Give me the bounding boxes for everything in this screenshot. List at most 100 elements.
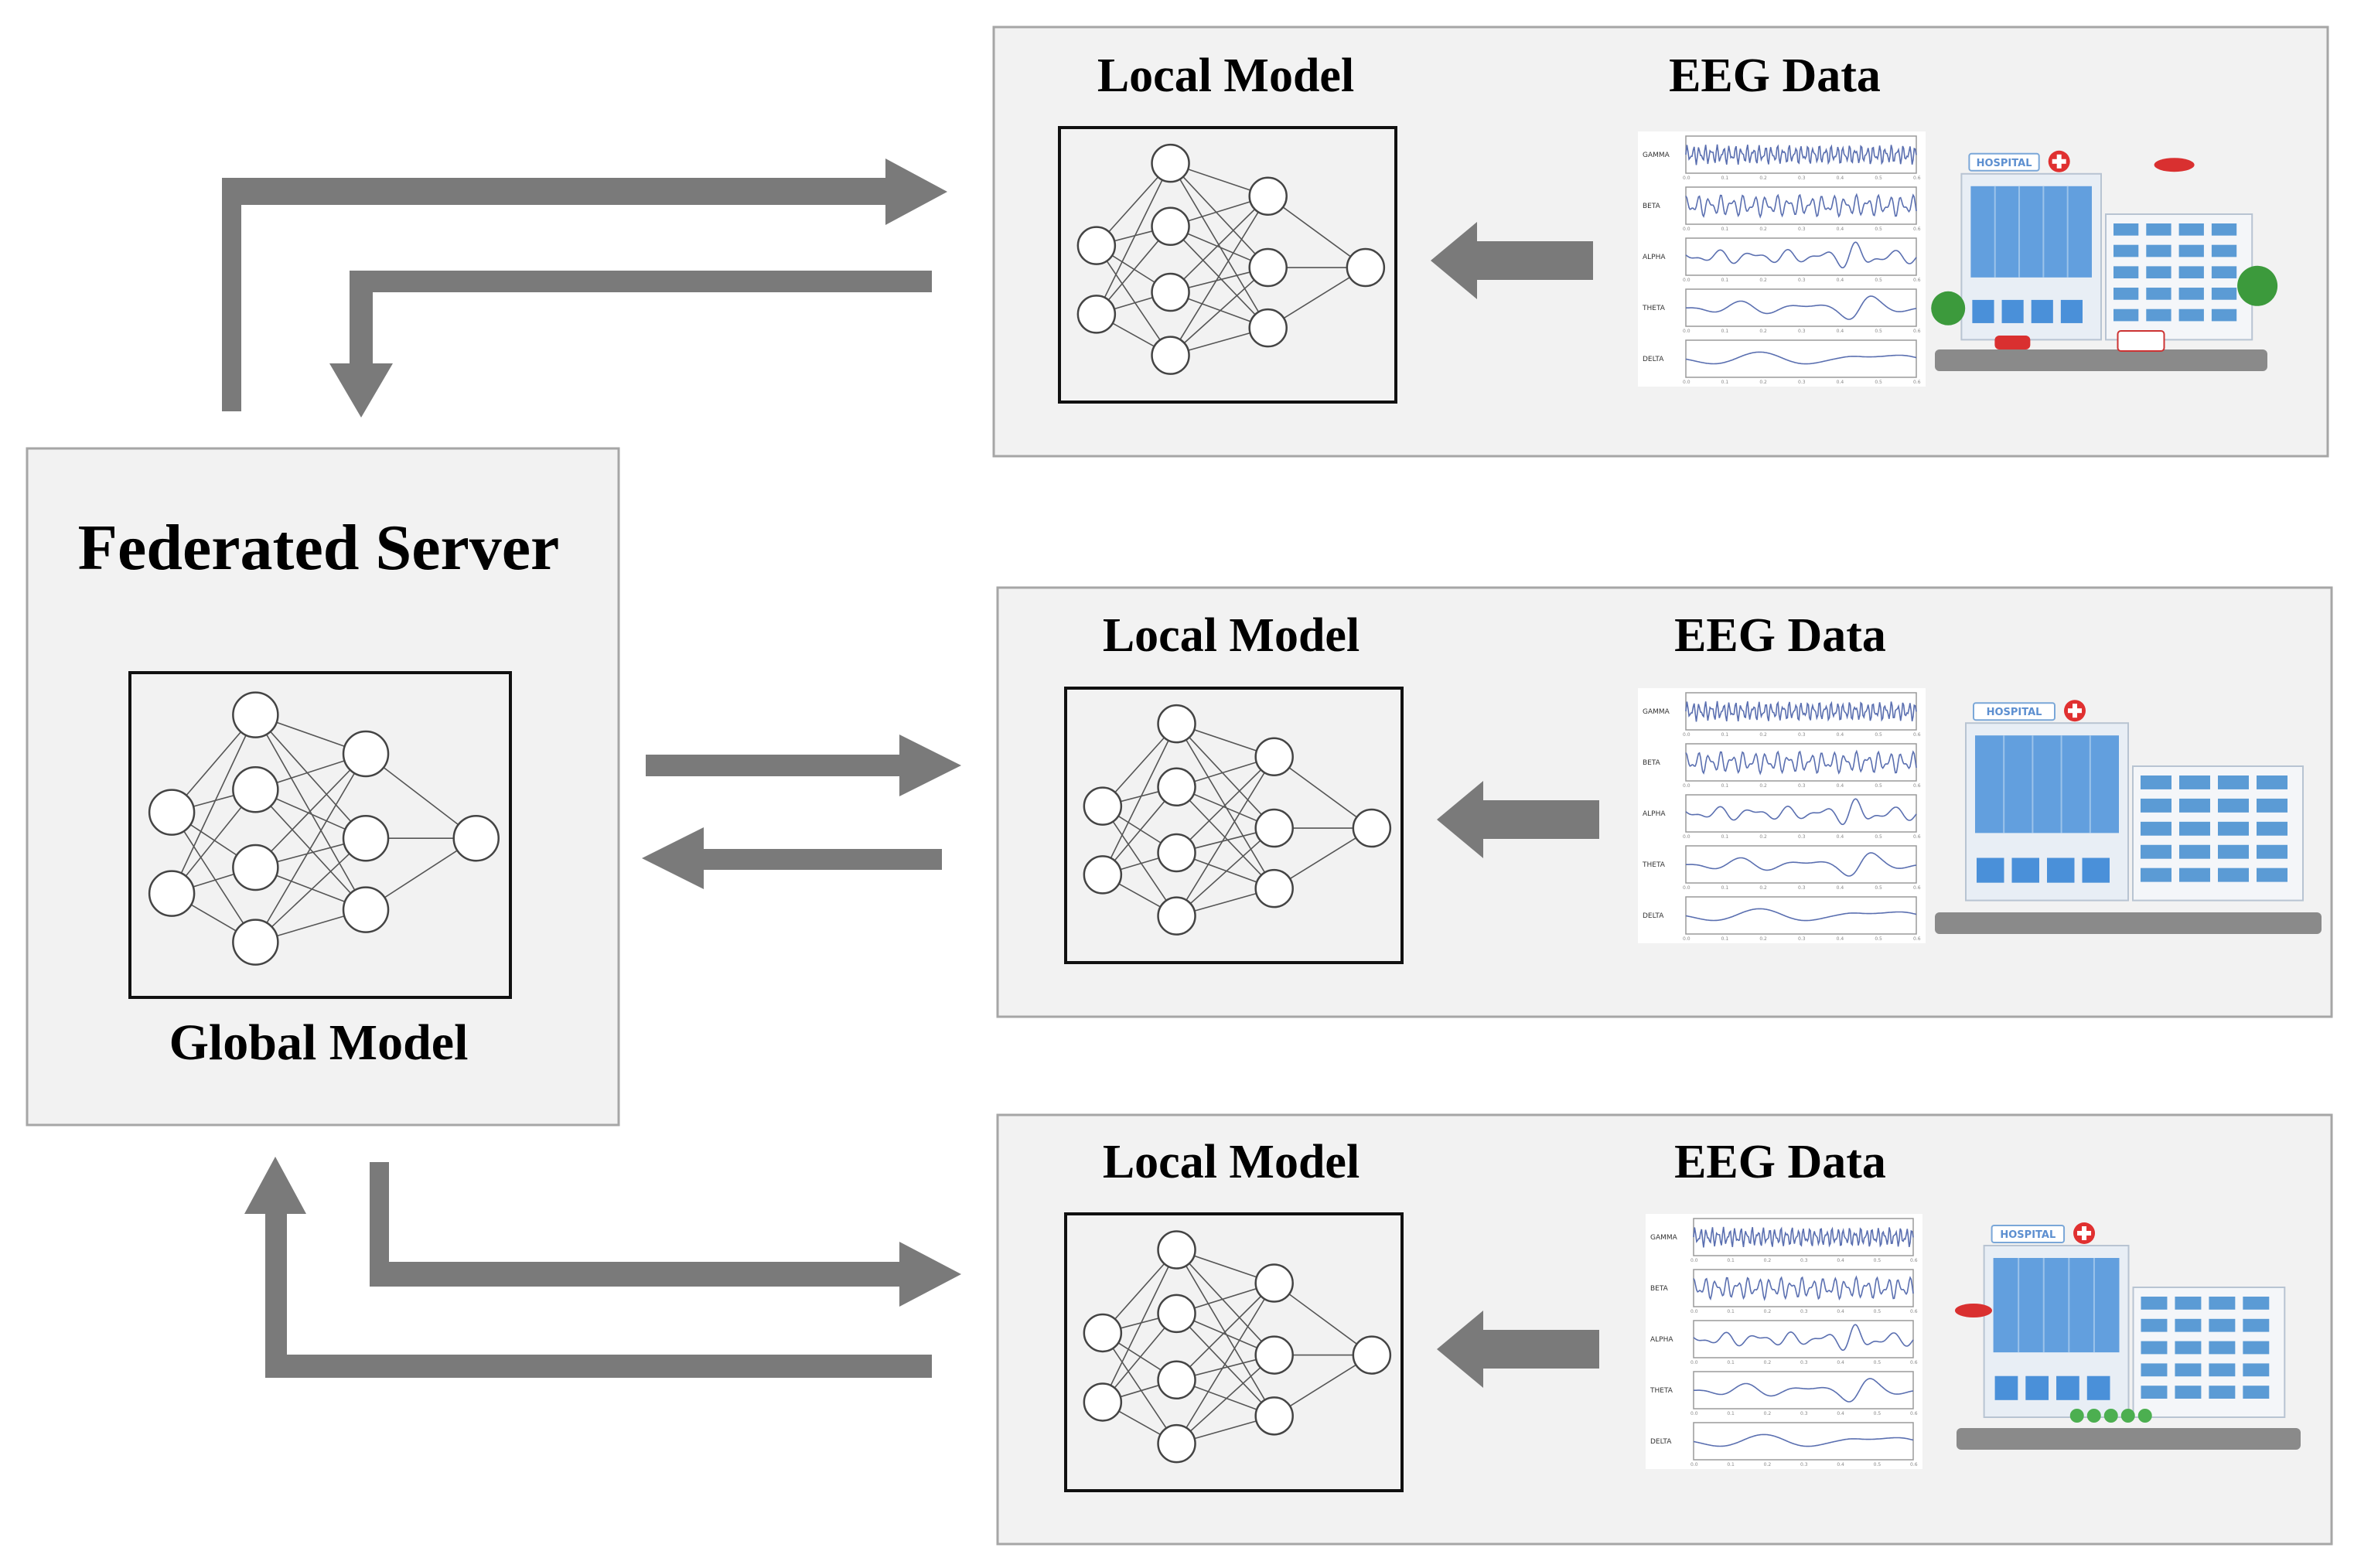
hospital-window [2211,308,2237,322]
eeg-axis-tick: 0.6 [1913,732,1921,738]
nn-neuron [452,814,500,862]
eeg-axis-tick: 0.3 [1800,1309,1808,1314]
eeg-axis-tick: 0.0 [1683,380,1690,385]
eeg-axis-tick: 0.5 [1875,783,1882,789]
nn-connection [1175,1283,1275,1444]
hospital-sign-text: HOSPITAL [1977,158,2032,169]
eeg-band-label: GAMMA [1643,152,1670,159]
eeg-axis-tick: 0.0 [1683,834,1690,840]
nn-neuron [148,789,196,836]
eeg-axis-tick: 0.1 [1721,176,1729,181]
eeg-axis-tick: 0.2 [1764,1462,1772,1467]
eeg-axis-tick: 0.2 [1759,329,1767,334]
nn-neuron [1254,737,1294,776]
nn-neuron [1346,247,1386,288]
hospital-window [2146,244,2171,257]
eeg-trace [1693,1433,1914,1447]
hospital-window [2146,288,2171,300]
eeg-axis-tick: 0.5 [1874,1360,1881,1365]
eeg-axis-tick: 0.4 [1837,936,1844,942]
car-icon [1994,336,2031,349]
hospital-window [2113,288,2139,300]
eeg-axis-tick: 0.5 [1875,885,1882,891]
eeg-axis-tick: 0.4 [1837,732,1844,738]
hospital-window [2178,266,2204,279]
nn-neuron [342,886,390,933]
eeg-axis-tick: 0.3 [1798,176,1806,181]
eeg-axis-tick: 0.3 [1800,1258,1808,1263]
global-model-network [148,691,500,966]
hospital-sign [1968,152,2040,172]
eeg-axis-tick: 0.2 [1759,783,1767,789]
nn-connection [1102,723,1178,875]
local-model-network-2 [1083,704,1392,936]
hospital-window [2218,821,2249,836]
hospital-road [1935,349,2267,371]
eeg-axis-tick: 0.3 [1800,1411,1808,1416]
eeg-axis-tick: 0.2 [1759,278,1767,283]
hospital-window [2243,1297,2270,1310]
eeg-trace [1685,908,1917,922]
eeg-band-label: ALPHA [1650,1336,1673,1344]
tree-icon [2103,1409,2118,1423]
hospital-ground-window [1994,1375,2018,1400]
eeg-band-label: BETA [1643,759,1661,767]
eeg-axis-tick: 0.3 [1798,834,1806,840]
nn-neuron [1157,833,1196,873]
tree-icon [2237,265,2278,306]
data-to-model-arrow-3 [1437,1311,1599,1388]
nn-connection [1175,723,1275,829]
hospital-window [2178,288,2204,300]
nn-connection [1169,196,1269,356]
eeg-axis-tick: 0.0 [1690,1462,1698,1467]
eeg-band-label: BETA [1650,1285,1669,1293]
helicopter-icon [2154,158,2195,172]
eeg-axis-tick: 0.0 [1690,1309,1698,1314]
eeg-axis-tick: 0.3 [1800,1462,1808,1467]
eeg-data-label-1: EEG Data [1669,49,1881,102]
eeg-band-frame [1693,1320,1914,1358]
global-to-client-2-arrow [646,735,961,796]
eeg-axis-tick: 0.1 [1721,380,1729,385]
hospital-window [2211,288,2237,300]
eeg-axis-tick: 0.2 [1764,1258,1772,1263]
eeg-axis-tick: 0.4 [1837,1360,1844,1365]
nn-connection [1169,162,1269,268]
hospital-window [2146,266,2171,279]
hospital-window [2141,775,2171,789]
local-model-box-3 [1064,1212,1404,1492]
eeg-band-label: THETA [1642,305,1666,312]
eeg-band-label: GAMMA [1643,708,1670,716]
hospital-window [2141,1341,2168,1355]
hospital-window [2175,1363,2202,1377]
eeg-axis-tick: 0.0 [1683,329,1690,334]
global-to-client-1-arrow [222,159,947,411]
hospital-window [2218,844,2249,859]
eeg-band-label: THETA [1650,1387,1673,1395]
nn-neuron [1248,308,1288,348]
client-1-to-global-arrow [329,271,932,418]
eeg-band-label: ALPHA [1643,810,1666,818]
eeg-trace [1694,1378,1914,1403]
nn-connection [254,753,367,868]
eeg-axis-tick: 0.1 [1727,1309,1735,1314]
nn-connection [1169,226,1269,329]
eeg-band-frame [1693,1422,1914,1461]
eeg-axis-tick: 0.3 [1798,329,1806,334]
eeg-axis-tick: 0.2 [1759,834,1767,840]
nn-connection [1169,162,1269,329]
eeg-trace [1693,1275,1914,1301]
nn-connection [254,789,367,911]
eeg-trace [1685,241,1917,269]
hospital-window [2211,223,2237,236]
eeg-axis-tick: 0.2 [1759,176,1767,181]
nn-connection [1175,1249,1275,1416]
red-cross-icon-horizontal [2077,1231,2092,1236]
nn-connection [1274,1282,1373,1356]
eeg-axis-tick: 0.5 [1874,1309,1881,1314]
eeg-axis-tick: 0.4 [1837,278,1844,283]
eeg-axis-tick: 0.1 [1721,834,1729,840]
eeg-axis-tick: 0.6 [1913,936,1921,942]
